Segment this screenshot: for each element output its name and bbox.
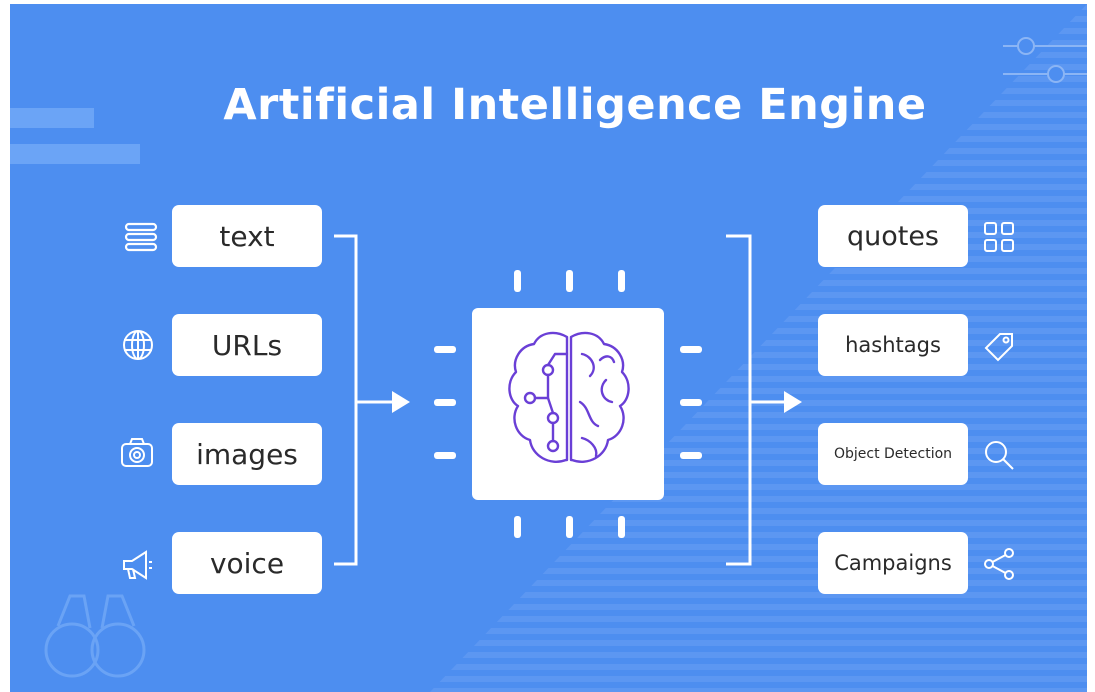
diagram-canvas: Artificial Intelligence Engine text URLs… (10, 4, 1087, 692)
input-images-box: images (172, 423, 322, 485)
output-hashtags-box: hashtags (818, 314, 968, 376)
grid-icon (984, 222, 1014, 252)
ai-engine-chip (472, 308, 664, 500)
share-icon (984, 548, 1014, 580)
input-text-box: text (172, 205, 322, 267)
input-voice-box: voice (172, 532, 322, 594)
search-icon (985, 441, 1014, 470)
page-title: Artificial Intelligence Engine (223, 80, 927, 130)
output-object-detection-box: Object Detection (818, 423, 968, 485)
input-urls-box: URLs (172, 314, 322, 376)
globe-icon (123, 330, 153, 360)
binoculars-icon (44, 594, 146, 678)
camera-icon (121, 438, 153, 467)
output-quotes-box: quotes (818, 205, 968, 267)
tag-icon (984, 333, 1013, 362)
background-decoration (10, 4, 1087, 692)
output-campaigns-box: Campaigns (818, 532, 968, 594)
megaphone-icon (123, 550, 152, 580)
list-icon (124, 222, 158, 252)
sliders-icon (1003, 37, 1087, 83)
